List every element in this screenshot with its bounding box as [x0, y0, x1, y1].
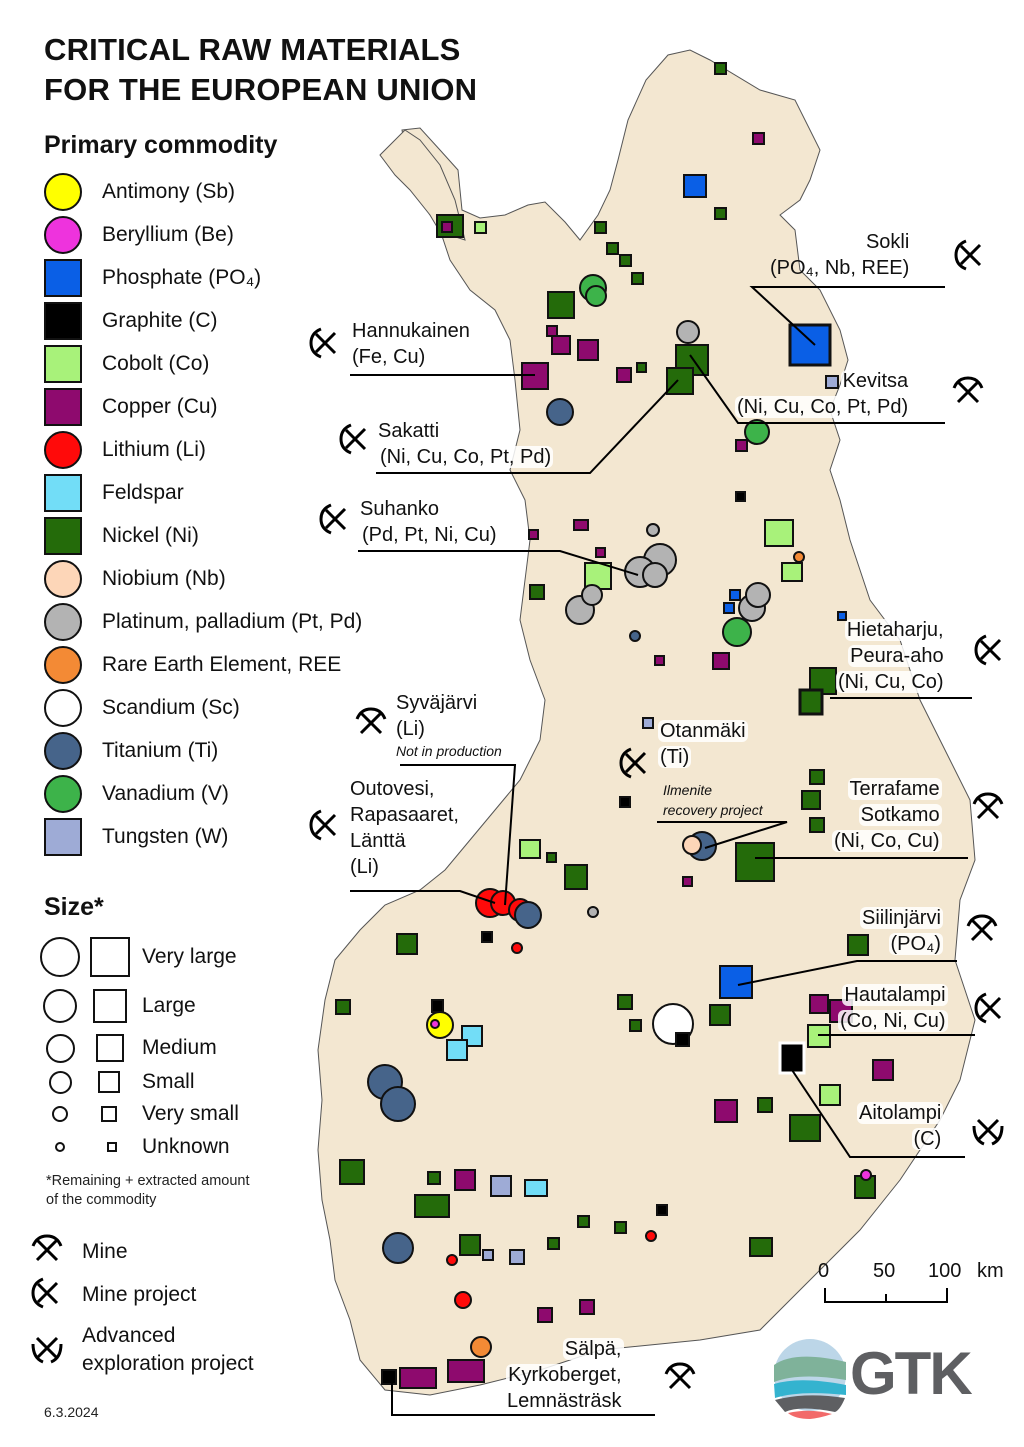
- ree-symbol: [44, 646, 82, 684]
- site-label-hannukainen: Hannukainen (Fe, Cu): [352, 320, 470, 368]
- scale-tick-100: 100: [928, 1260, 962, 1282]
- graphite-symbol: [44, 302, 82, 340]
- legend-item-cobalt: Cobolt (Co): [44, 345, 209, 383]
- legend-item-vanadium: Vanadium (V): [44, 775, 229, 813]
- mine-project-icon: [319, 503, 347, 535]
- lithium-symbol: [44, 431, 82, 469]
- legend-mine: Mine: [82, 1240, 128, 1263]
- legend-item-phosphate: Phosphate (PO₄): [44, 259, 261, 297]
- feldspar-symbol: [44, 474, 82, 512]
- mine-project-icon: [954, 239, 982, 271]
- gtk-logo-mark: [774, 1339, 846, 1419]
- beryllium-symbol: [44, 216, 82, 254]
- mine-icon: [952, 376, 984, 404]
- antimony-symbol: [44, 173, 82, 211]
- size-footnote: *Remaining + extracted amount of the com…: [46, 1173, 250, 1208]
- site-label-salpa: Sälpä, Kyrkoberget, Lemnästräsk: [505, 1338, 624, 1412]
- legend-item-nickel: Nickel (Ni): [44, 517, 199, 555]
- site-label-siilinjarvi: Siilinjärvi (PO₄): [860, 907, 943, 955]
- size-large: Large: [40, 989, 196, 1023]
- size-unknown: Unknown: [40, 1135, 230, 1158]
- legend-mine-project: Mine project: [82, 1283, 197, 1306]
- site-label-outovesi: Outovesi, Rapasaaret, Länttä (Li): [350, 778, 459, 878]
- legend-item-scandium: Scandium (Sc): [44, 689, 240, 727]
- legend-item-niobium: Niobium (Nb): [44, 560, 226, 598]
- platinum-symbol: [44, 603, 82, 641]
- size-heading: Size*: [44, 893, 104, 921]
- nickel-symbol: [44, 517, 82, 555]
- site-label-otanmaki: Otanmäki (Ti): [658, 720, 748, 768]
- site-label-aitolampi: Aitolampi (C): [857, 1102, 944, 1150]
- mine-project-icon: [339, 423, 367, 455]
- tungsten-symbol: [44, 818, 82, 856]
- cobalt-symbol: [44, 345, 82, 383]
- mine-icon: [664, 1362, 696, 1390]
- legend-item-antimony: Antimony (Sb): [44, 173, 235, 211]
- site-label-sokli: Sokli (PO₄, Nb, REE): [770, 231, 910, 279]
- legend-item-platinum: Platinum, palladium (Pt, Pd): [44, 603, 362, 641]
- mine-project-icon: [974, 634, 1002, 666]
- titanium-symbol: [44, 732, 82, 770]
- primary-commodity-heading: Primary commodity: [44, 131, 278, 159]
- mine-project-icon: [309, 809, 337, 841]
- phosphate-symbol: [44, 259, 82, 297]
- mine-project-icon: [309, 327, 337, 359]
- site-label-sakatti: Sakatti (Ni, Cu, Co, Pt, Pd): [378, 420, 554, 468]
- size-very-small: Very small: [40, 1102, 239, 1125]
- scandium-symbol: [44, 689, 82, 727]
- legend-item-feldspar: Feldspar: [44, 474, 184, 512]
- advanced-exploration-icon: [972, 1118, 1004, 1146]
- legend-item-copper: Copper (Cu): [44, 388, 218, 426]
- mine-project-icon: [974, 992, 1002, 1024]
- size-very-large: Very large: [40, 937, 237, 977]
- mine-icon: [966, 914, 998, 942]
- copper-symbol: [44, 388, 82, 426]
- site-label-suhanko: Suhanko (Pd, Pt, Ni, Cu): [360, 498, 499, 546]
- site-label-syvajarvi: Syväjärvi (Li) Not in production: [396, 692, 502, 759]
- scale-tick-0: 0: [818, 1260, 830, 1282]
- gtk-logo-text: GTK: [850, 1340, 973, 1407]
- legend-item-graphite: Graphite (C): [44, 302, 218, 340]
- legend-advanced-exploration: Advanced exploration project: [82, 1324, 254, 1375]
- scale-unit: km: [977, 1260, 1004, 1282]
- mine-icon: [972, 792, 1004, 820]
- niobium-symbol: [44, 560, 82, 598]
- legend-item-ree: Rare Earth Element, REE: [44, 646, 341, 684]
- scale-tick-50: 50: [873, 1260, 896, 1282]
- map-date: 6.3.2024: [44, 1404, 99, 1420]
- mine-icon: [355, 707, 387, 735]
- vanadium-symbol: [44, 775, 82, 813]
- legend-item-lithium: Lithium (Li): [44, 431, 206, 469]
- legend-item-titanium: Titanium (Ti): [44, 732, 218, 770]
- site-label-hautalampi: Hautalampi (Co, Ni, Cu): [838, 984, 948, 1032]
- legend-item-beryllium: Beryllium (Be): [44, 216, 234, 254]
- size-medium: Medium: [40, 1033, 217, 1063]
- legend-item-tungsten: Tungsten (W): [44, 818, 228, 856]
- map-title: CRITICAL RAW MATERIALS FOR THE EUROPEAN …: [44, 32, 478, 107]
- otanmaki-note: Ilmenite recovery project: [663, 782, 763, 818]
- site-label-hietaharju: Hietaharju, Peura-aho (Ni, Cu, Co): [836, 619, 946, 693]
- site-label-kevitsa: Kevitsa (Ni, Cu, Co, Pt, Pd): [735, 370, 911, 418]
- scale-bar: [824, 1288, 948, 1303]
- site-label-terrafame: Terrafame Sotkamo (Ni, Co, Cu): [832, 778, 942, 852]
- size-small: Small: [40, 1070, 195, 1094]
